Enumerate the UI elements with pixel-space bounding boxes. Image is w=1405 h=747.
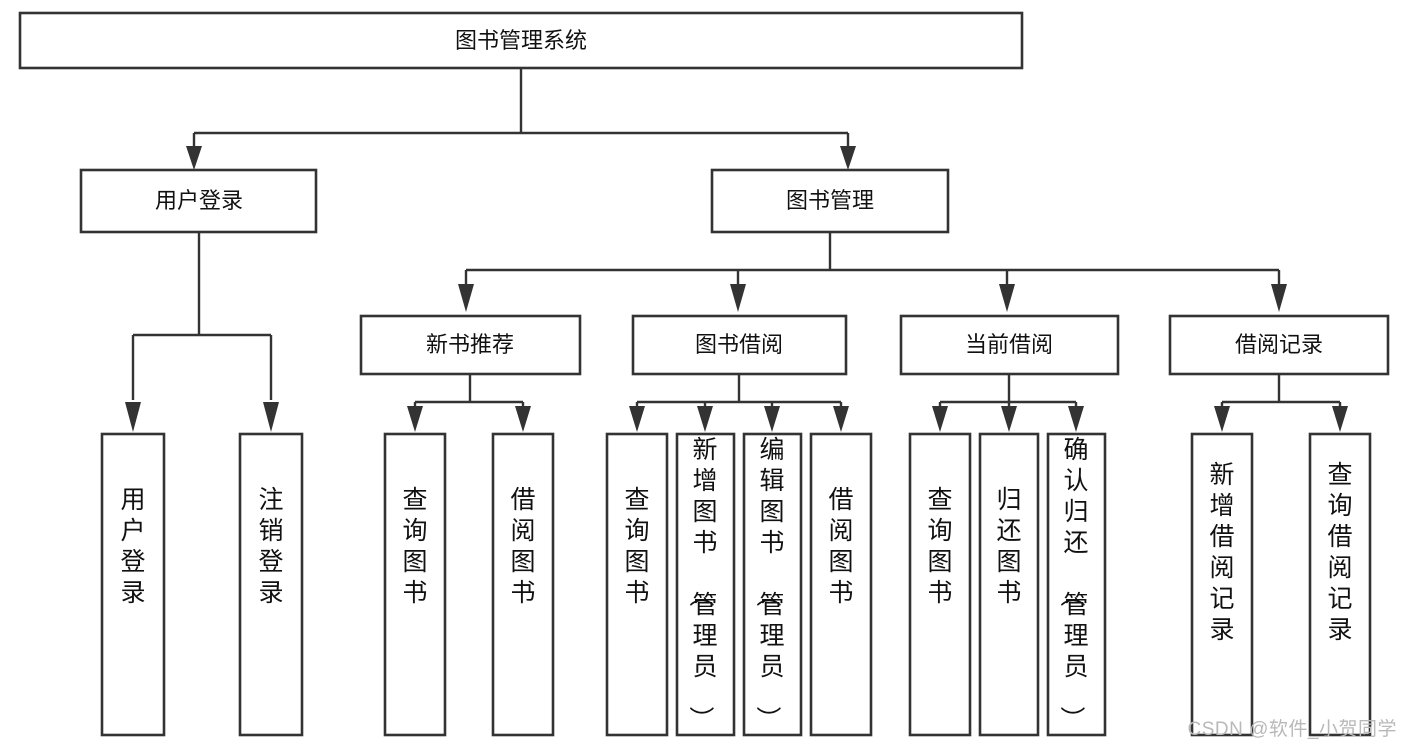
leaf-label-vertical: 查询借阅记录 (1327, 461, 1352, 644)
node-current-borrow[interactable]: 当前借阅 (899, 314, 1120, 376)
leaf-label-vertical: 用户登录 (120, 486, 145, 607)
node-root-label: 图书管理系统 (455, 28, 587, 53)
leaf-record-query[interactable]: 查询借阅记录 (1308, 432, 1372, 737)
leaf-box[interactable] (908, 432, 972, 737)
leaf-box[interactable] (100, 432, 166, 737)
leaf-borrow-borrow-book[interactable]: 借阅图书 (809, 432, 873, 737)
connector-bookborrow-to-leaves (629, 374, 849, 432)
node-root-box[interactable] (18, 11, 1024, 70)
node-borrow-record-label: 借阅记录 (1235, 332, 1323, 357)
leaf-label-vertical: 查询图书 (624, 486, 649, 607)
node-book-borrow[interactable]: 图书借阅 (631, 314, 848, 376)
leaf-new-book-borrow[interactable]: 借阅图书 (491, 432, 555, 737)
connector-root-to-level1 (186, 68, 856, 170)
leaf-box[interactable] (491, 432, 555, 737)
connector-borrowrecord-to-leaves (1214, 374, 1348, 432)
leaf-box[interactable] (978, 432, 1040, 737)
leaf-new-book-query[interactable]: 查询图书 (383, 432, 447, 737)
connector-level1-booklmgmt-to-level2 (458, 232, 1287, 312)
node-new-book-recommend-box[interactable] (359, 314, 582, 376)
leaf-current-confirm-return[interactable]: 确认归还（管理员） (1046, 432, 1107, 737)
leaf-label-vertical: 查询图书 (402, 486, 427, 607)
leaf-record-add[interactable]: 新增借阅记录 (1190, 432, 1254, 737)
node-user-login[interactable]: 用户登录 (79, 168, 318, 234)
leaf-user-login-logout[interactable]: 注销登录 (238, 432, 304, 737)
node-book-management[interactable]: 图书管理 (710, 168, 950, 234)
node-user-login-label: 用户登录 (155, 188, 243, 213)
leaf-label-vertical: 查询图书 (927, 486, 952, 607)
node-borrow-record[interactable]: 借阅记录 (1168, 314, 1390, 376)
node-book-management-box[interactable] (710, 168, 950, 234)
leaf-box[interactable] (1308, 432, 1372, 737)
leaf-label-vertical: 编辑图书（管理员） (753, 436, 784, 731)
node-user-login-box[interactable] (79, 168, 318, 234)
node-book-borrow-label: 图书借阅 (695, 332, 783, 357)
leaf-label-vertical: 新增借阅记录 (1209, 461, 1234, 644)
leaf-borrow-query-book[interactable]: 查询图书 (605, 432, 669, 737)
node-current-borrow-label: 当前借阅 (965, 332, 1053, 357)
node-book-management-label: 图书管理 (786, 188, 874, 213)
leaf-current-return-book[interactable]: 归还图书 (978, 432, 1040, 737)
leaf-user-login-login[interactable]: 用户登录 (100, 432, 166, 737)
leaf-box[interactable] (383, 432, 447, 737)
leaf-label-vertical: 归还图书 (996, 486, 1021, 607)
node-new-book-recommend[interactable]: 新书推荐 (359, 314, 582, 376)
leaf-box[interactable] (675, 432, 736, 737)
leaf-borrow-add-book[interactable]: 新增图书（管理员） (675, 432, 736, 737)
leaf-box[interactable] (605, 432, 669, 737)
leaf-current-query-book[interactable]: 查询图书 (908, 432, 972, 737)
connector-userlogin-to-leaves (125, 232, 279, 432)
leaf-label-vertical: 新增图书（管理员） (686, 436, 717, 731)
leaf-box[interactable] (238, 432, 304, 737)
leaf-borrow-edit-book[interactable]: 编辑图书（管理员） (742, 432, 803, 737)
connector-currentborrow-to-leaves (932, 374, 1084, 432)
leaf-box[interactable] (1190, 432, 1254, 737)
leaf-label-vertical: 借阅图书 (828, 486, 853, 607)
node-new-book-recommend-label: 新书推荐 (426, 332, 514, 357)
node-book-borrow-box[interactable] (631, 314, 848, 376)
node-root[interactable]: 图书管理系统 (18, 11, 1024, 70)
leaf-box[interactable] (742, 432, 803, 737)
leaf-box[interactable] (809, 432, 873, 737)
connector-newbook-to-leaves (407, 374, 531, 432)
leaf-label-vertical: 注销登录 (258, 486, 283, 607)
leaf-label-vertical: 借阅图书 (510, 486, 535, 607)
leaf-box[interactable] (1046, 432, 1107, 737)
node-current-borrow-box[interactable] (899, 314, 1120, 376)
leaf-label-vertical: 确认归还（管理员） (1057, 436, 1088, 731)
node-borrow-record-box[interactable] (1168, 314, 1390, 376)
